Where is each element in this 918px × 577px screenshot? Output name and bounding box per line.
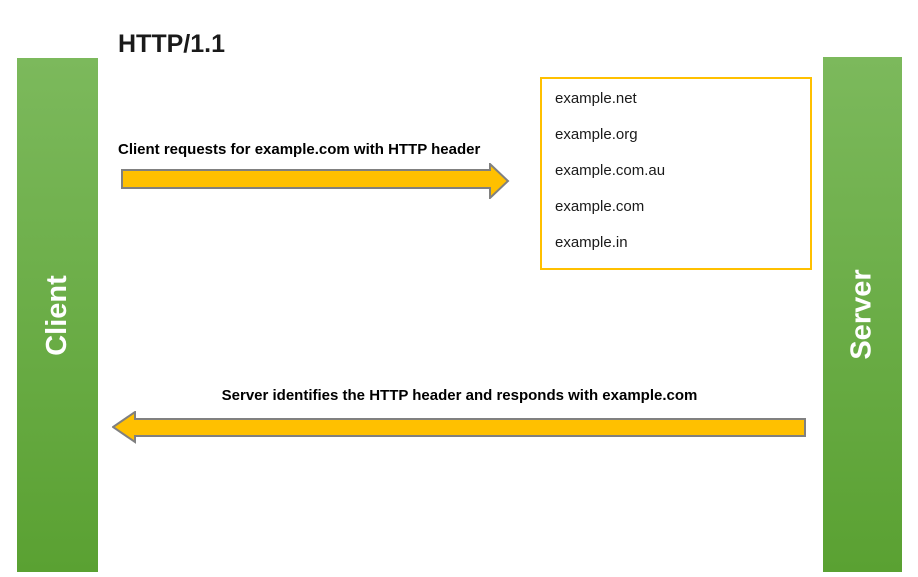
- domain-item: example.in: [555, 234, 628, 251]
- domain-item: example.net: [555, 90, 637, 107]
- domain-list-box: example.net example.org example.com.au e…: [540, 77, 812, 270]
- domain-item: example.com.au: [555, 162, 666, 179]
- response-arrow-label: Server identifies the HTTP header and re…: [221, 387, 698, 404]
- client-bar: Client: [17, 58, 98, 572]
- response-arrow: [112, 411, 806, 444]
- server-bar: Server: [823, 57, 902, 572]
- client-bar-label: Client: [41, 274, 73, 356]
- domain-item: example.com: [555, 198, 645, 215]
- request-arrow: [121, 163, 510, 199]
- server-bar-label: Server: [846, 269, 878, 360]
- domain-item: example.org: [555, 126, 638, 143]
- left-arrow-icon: [112, 411, 806, 444]
- right-arrow-icon: [121, 163, 510, 199]
- page-title: HTTP/1.1: [118, 30, 225, 58]
- request-arrow-label: Client requests for example.com with HTT…: [118, 141, 481, 158]
